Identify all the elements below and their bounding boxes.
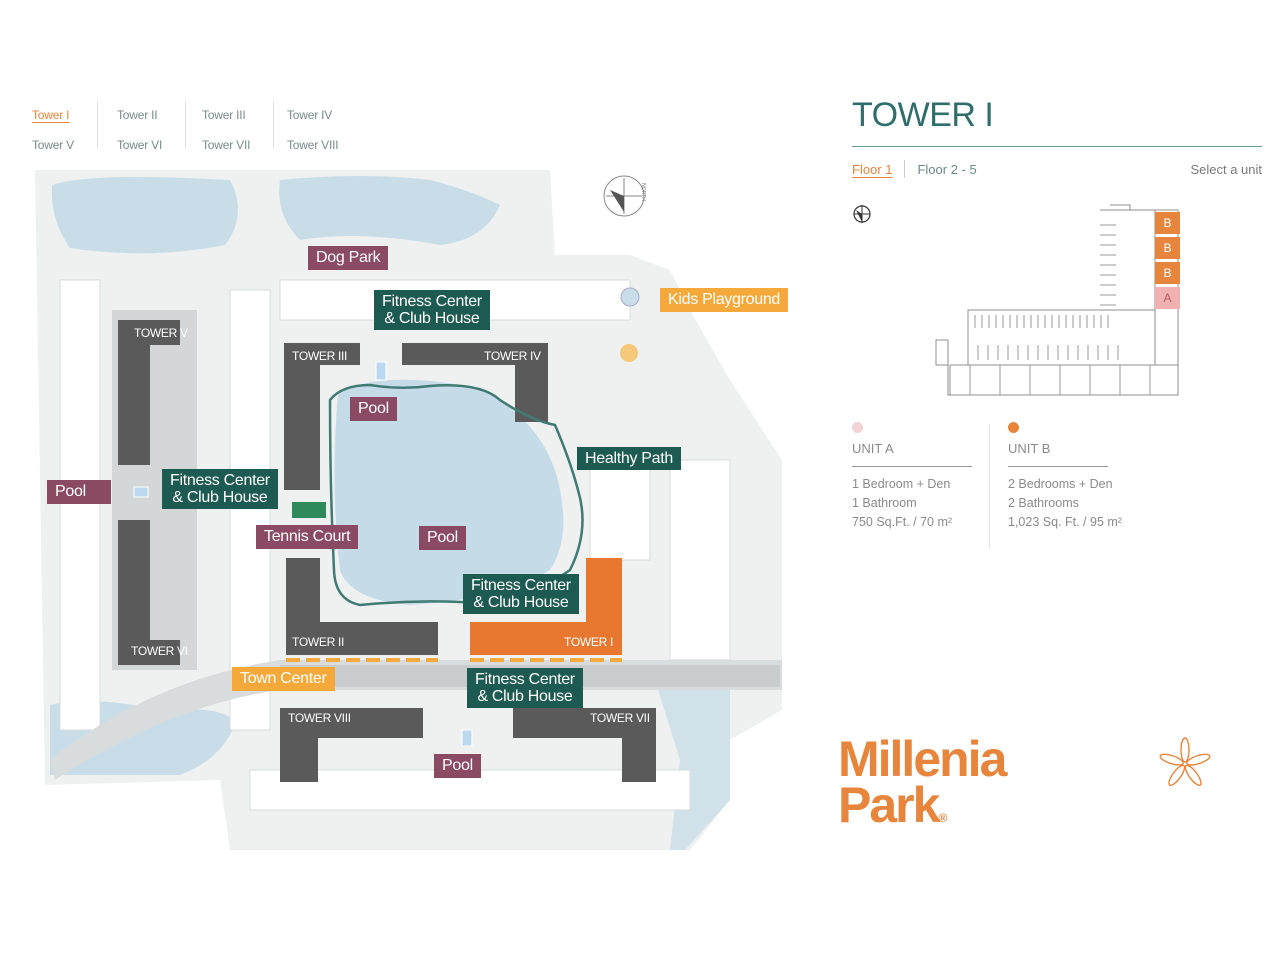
tower-7-building[interactable]: TOWER VII (590, 711, 650, 725)
tower-2-building[interactable]: TOWER II (292, 635, 345, 649)
site-map: Dog Park Kids Playground Fitness Center … (30, 160, 790, 860)
unit-a-color-dot (852, 422, 863, 433)
title-divider (852, 146, 1262, 147)
tab-floor-2-5[interactable]: Floor 2 - 5 (917, 161, 977, 177)
tower-4-building[interactable]: TOWER IV (484, 349, 541, 363)
fitness-line1: Fitness Center (170, 472, 270, 489)
town-center-label[interactable]: Town Center (232, 667, 335, 691)
tab-tower-3[interactable]: Tower III (202, 108, 246, 122)
tab-tower-5[interactable]: Tower V (32, 138, 74, 152)
unit-b-details: 2 Bedrooms + Den 2 Bathrooms 1,023 Sq. F… (1008, 475, 1138, 532)
unit-a-bedrooms: 1 Bedroom + Den (852, 477, 951, 491)
fitness-line2: & Club House (473, 594, 569, 611)
compass-icon (853, 205, 871, 223)
registered-mark: ® (938, 811, 948, 825)
tower-8-building[interactable]: TOWER VIII (288, 711, 351, 725)
healthy-path-label[interactable]: Healthy Path (577, 447, 682, 470)
floor-tabs: Floor 1 Floor 2 - 5 (852, 160, 977, 178)
tower-3-building[interactable]: TOWER III (292, 349, 348, 363)
flower-icon (1159, 737, 1211, 787)
floor-tab-divider (904, 160, 906, 178)
logo-line1: Millenia (838, 731, 1007, 787)
unit-b-bedrooms: 2 Bedrooms + Den (1008, 477, 1113, 491)
tab-tower-7[interactable]: Tower VII (202, 138, 251, 152)
tower-navigation: Tower I Tower II Tower III Tower IV Towe… (32, 100, 372, 160)
tennis-court-label[interactable]: Tennis Court (256, 525, 359, 549)
unit-a-bathrooms: 1 Bathroom (852, 496, 917, 510)
tab-tower-2[interactable]: Tower II (117, 108, 158, 122)
tower-1-building[interactable]: TOWER I (564, 635, 614, 649)
compass-label: NORTH (639, 183, 646, 201)
select-unit-prompt: Select a unit (1190, 162, 1262, 177)
fitness-line1: Fitness Center (471, 577, 571, 594)
fitness-center-label[interactable]: Fitness Center & Club House (162, 469, 278, 509)
pool-label[interactable]: Pool (434, 754, 481, 778)
fitness-center-label[interactable]: Fitness Center & Club House (463, 574, 579, 614)
nav-divider (97, 102, 98, 148)
tab-tower-4[interactable]: Tower IV (287, 108, 333, 122)
unit-b-area: 1,023 Sq. Ft. / 95 m² (1008, 515, 1122, 529)
tower-title: TOWER I (852, 96, 994, 134)
tower-5-building[interactable]: TOWER V (134, 326, 188, 340)
unit-b-card[interactable]: UNIT B 2 Bedrooms + Den 2 Bathrooms 1,02… (1008, 422, 1122, 532)
plan-unit-b[interactable]: B (1155, 212, 1180, 234)
floor-plan (935, 204, 1179, 396)
kids-playground-label[interactable]: Kids Playground (660, 288, 789, 312)
fitness-line1: Fitness Center (475, 671, 575, 688)
dog-park-label[interactable]: Dog Park (308, 246, 389, 270)
pool-label[interactable]: Pool (419, 526, 466, 550)
nav-divider (185, 102, 186, 148)
fitness-line2: & Club House (477, 688, 573, 705)
pool-label[interactable]: Pool (350, 397, 397, 421)
tab-tower-8[interactable]: Tower VIII (287, 138, 339, 152)
nav-divider (273, 102, 274, 148)
millenia-park-logo: Millenia Park® (838, 731, 1007, 841)
site-map-drawing (35, 170, 782, 850)
tab-tower-1[interactable]: Tower I (32, 108, 70, 122)
plan-unit-b[interactable]: B (1155, 262, 1180, 284)
unit-divider (989, 424, 990, 548)
logo-line2: Park (838, 777, 940, 833)
tab-tower-6[interactable]: Tower VI (117, 138, 163, 152)
unit-b-color-dot (1008, 422, 1019, 433)
fitness-line2: & Club House (384, 310, 480, 327)
unit-a-card[interactable]: UNIT A 1 Bedroom + Den 1 Bathroom 750 Sq… (852, 422, 972, 532)
fitness-line1: Fitness Center (382, 293, 482, 310)
pool-label[interactable]: Pool (47, 480, 111, 504)
plan-unit-b[interactable]: B (1155, 237, 1180, 259)
unit-b-name: UNIT B (1008, 441, 1108, 467)
unit-a-area: 750 Sq.Ft. / 70 m² (852, 515, 953, 529)
tower-6-building[interactable]: TOWER VI (131, 644, 188, 658)
unit-b-bathrooms: 2 Bathrooms (1008, 496, 1079, 510)
fitness-center-label[interactable]: Fitness Center & Club House (467, 668, 583, 708)
unit-a-name: UNIT A (852, 441, 972, 467)
fitness-line2: & Club House (172, 489, 268, 506)
fitness-center-label[interactable]: Fitness Center & Club House (374, 290, 490, 330)
tab-floor-1[interactable]: Floor 1 (852, 161, 893, 177)
plan-unit-a[interactable]: A (1155, 287, 1180, 309)
unit-a-details: 1 Bedroom + Den 1 Bathroom 750 Sq.Ft. / … (852, 475, 972, 532)
